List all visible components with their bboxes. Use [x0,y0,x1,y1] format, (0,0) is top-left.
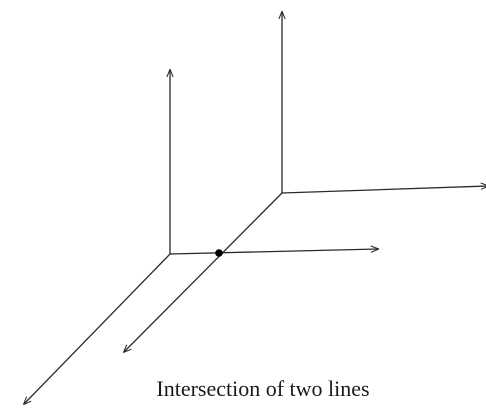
right-axes [124,12,486,352]
intersection-point [215,249,223,257]
left-depth-axis [24,253,171,404]
right-horizontal-axis [281,186,486,194]
right-depth-axis [124,192,283,352]
figure-caption: Intersection of two lines [156,376,369,401]
left-horizontal-axis [169,249,378,255]
left-axes [24,70,378,404]
